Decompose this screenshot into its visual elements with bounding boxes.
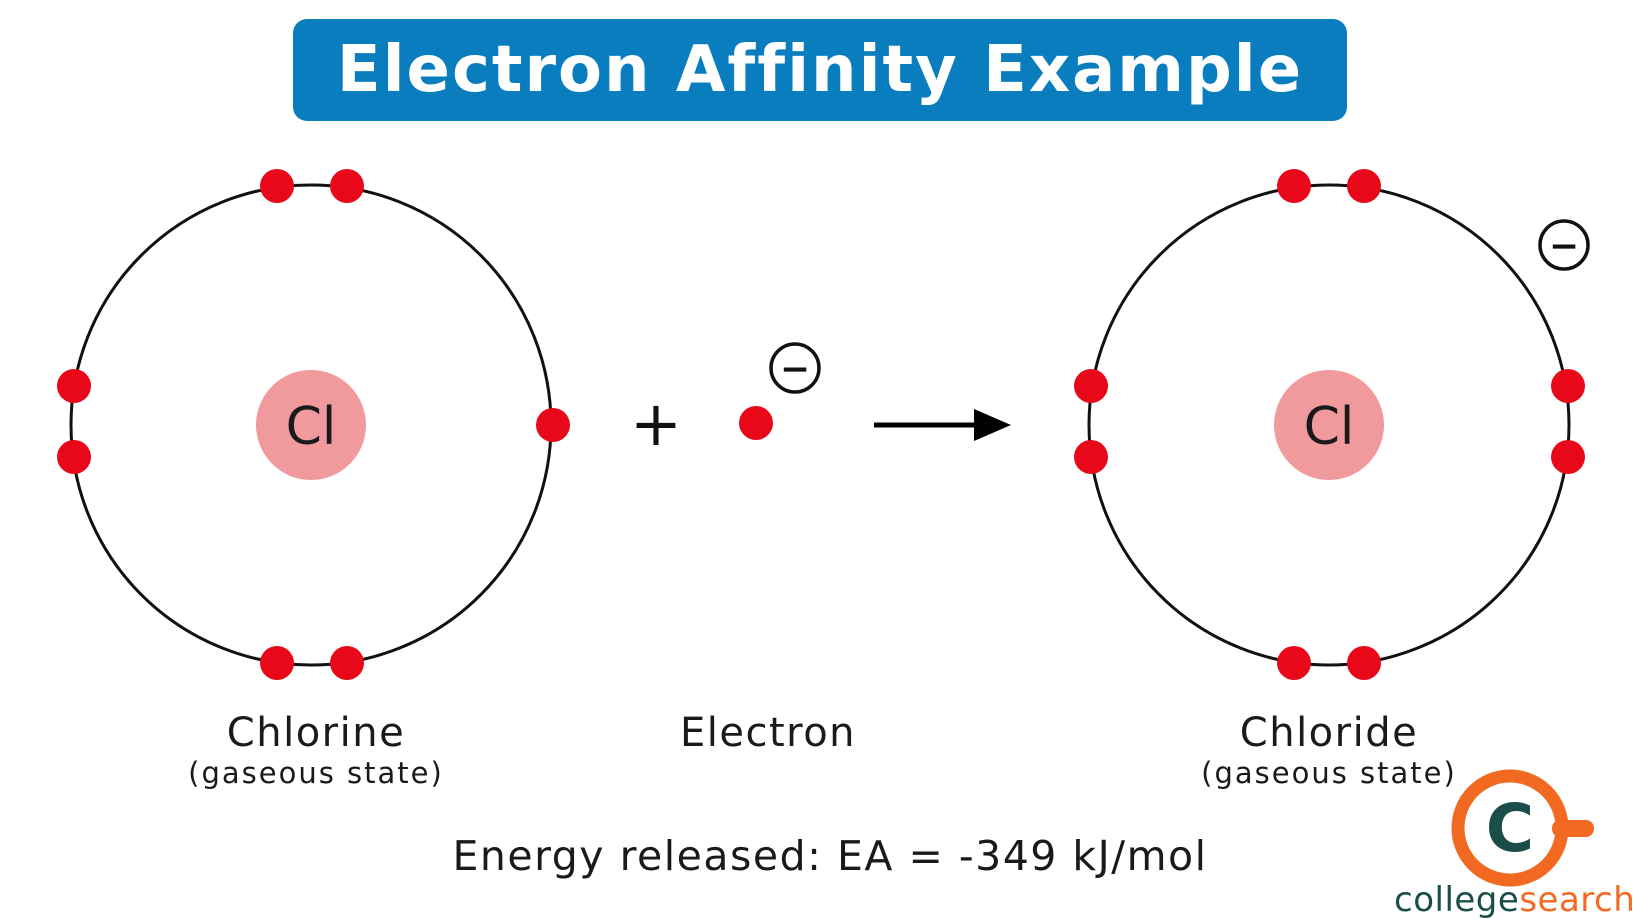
chlorine-atom: Cl — [57, 169, 570, 680]
electron-dot — [330, 169, 364, 203]
free-electron: − — [739, 342, 821, 440]
brand-name-search: search — [1519, 880, 1636, 920]
ion-negative-charge-icon — [1538, 219, 1590, 271]
brand-name: collegesearch — [1394, 880, 1635, 920]
electron-dot — [1347, 169, 1381, 203]
chlorine-label: Chlorine (gaseous state) — [161, 710, 471, 790]
chloride-electron-shell — [1087, 183, 1571, 667]
chlorine-symbol: Cl — [286, 397, 337, 457]
chloride-valence-electrons — [1074, 169, 1585, 680]
electron-dot — [1277, 169, 1311, 203]
collegesearch-logo: C — [1451, 769, 1594, 887]
reaction-arrow — [874, 409, 1011, 441]
electron-dot — [330, 646, 364, 680]
ion-negative-charge-symbol: − — [1549, 226, 1579, 267]
electron-dot — [1551, 440, 1585, 474]
chloride-symbol: Cl — [1304, 397, 1355, 457]
electron-dot — [1277, 646, 1311, 680]
electron-dot — [260, 169, 294, 203]
chlorine-nucleus — [256, 370, 366, 480]
chloride-nucleus — [1274, 370, 1384, 480]
chloride-ion: Cl − — [1074, 169, 1590, 680]
plus-operator: + — [630, 387, 682, 460]
energy-statement: Energy released: EA = -349 kJ/mol — [452, 832, 1208, 880]
chlorine-name: Chlorine — [226, 710, 406, 756]
negative-charge-symbol: − — [780, 349, 810, 390]
electron-dot — [1347, 646, 1381, 680]
logo-handle — [1552, 820, 1594, 837]
electron-dot — [1074, 369, 1108, 403]
title-banner: Electron Affinity Example — [293, 19, 1347, 121]
electron-dot — [1074, 440, 1108, 474]
electron-dot — [536, 408, 570, 442]
electron-name: Electron — [679, 710, 857, 756]
electron-dot — [739, 406, 773, 440]
brand-name-college: college — [1394, 880, 1520, 920]
chloride-label: Chloride (gaseous state) — [1174, 710, 1484, 790]
logo-letter: C — [1486, 790, 1534, 867]
electron-dot — [260, 646, 294, 680]
electron-dot — [57, 369, 91, 403]
negative-charge-icon — [769, 342, 821, 394]
chloride-state: (gaseous state) — [1201, 756, 1457, 790]
electron-label: Electron — [618, 710, 918, 756]
electron-dot — [57, 440, 91, 474]
chloride-name: Chloride — [1239, 710, 1419, 756]
electron-dot — [1551, 369, 1585, 403]
chlorine-valence-electrons — [57, 169, 570, 680]
chlorine-state: (gaseous state) — [188, 756, 444, 790]
diagram-title: Electron Affinity Example — [336, 33, 1304, 107]
